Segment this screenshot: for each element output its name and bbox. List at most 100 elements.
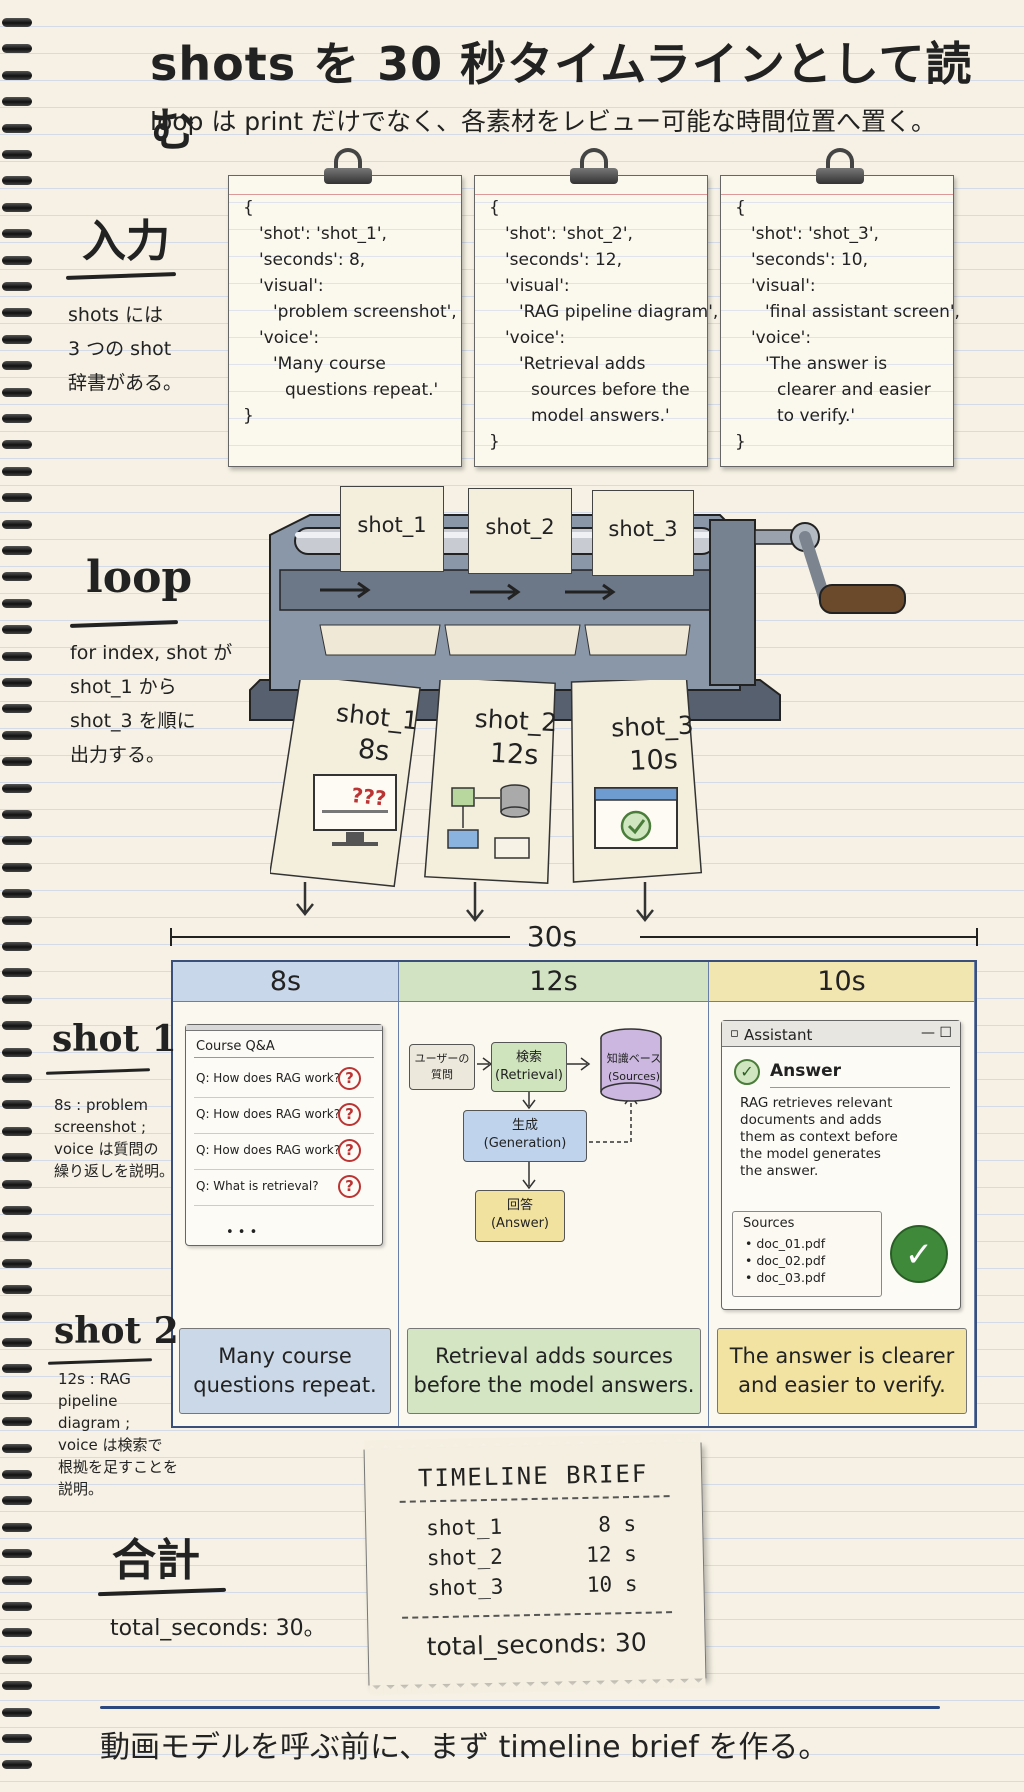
- spiral-ring: [2, 836, 32, 846]
- binder-clip-icon: [324, 148, 372, 192]
- code-line: }: [735, 432, 746, 452]
- timeline-column-shot2: 12s: [399, 962, 709, 1426]
- spiral-ring: [2, 176, 32, 186]
- timeline-col-header: 12s: [399, 962, 708, 1002]
- input-heading: 入力: [82, 216, 170, 267]
- code-line: 'visual':: [505, 276, 570, 296]
- spiral-ring: [2, 862, 32, 872]
- question-mark-icon: ?: [338, 1067, 361, 1090]
- divider: [194, 1205, 374, 1206]
- generation-node: 生成 (Generation): [463, 1110, 587, 1162]
- answer-label: Answer: [770, 1061, 841, 1081]
- timeline-column-shot1: 8s: [173, 962, 399, 1426]
- code-line: 'shot': 'shot_3',: [751, 224, 879, 244]
- voice-box-shot1: Many course questions repeat.: [179, 1328, 391, 1414]
- loop-input-label: shot_2: [468, 488, 572, 574]
- spiral-ring: [2, 414, 32, 423]
- shot1-note-heading: shot 1: [52, 1018, 177, 1060]
- spiral-ring: [2, 1338, 32, 1347]
- shot1-note-text: 8s : problem screenshot ; voice は質問の 繰り返…: [54, 1096, 175, 1180]
- receipt-shot: shot_2: [426, 1544, 503, 1571]
- spiral-ring: [2, 150, 32, 159]
- spiral-ring: [2, 97, 32, 107]
- loop-underline: [69, 620, 179, 628]
- code-line: 'final assistant screen',: [765, 302, 960, 322]
- assistant-window: Assistant ▫ — ☐ ✓ Answer RAG retrieves r…: [721, 1020, 961, 1310]
- spiral-ring: [2, 70, 32, 80]
- ticket-shot-name: shot_2: [474, 703, 558, 738]
- code-card-shot3: {'shot': 'shot_3','seconds': 10,'visual'…: [720, 175, 960, 467]
- spiral-ring: [2, 1021, 32, 1031]
- receipt-seconds: 10 s: [586, 1571, 638, 1597]
- spiral-ring: [2, 1522, 32, 1532]
- source-item: • doc_01.pdf: [745, 1236, 826, 1251]
- code-card-shot1: {'shot': 'shot_1','seconds': 8,'visual':…: [228, 175, 462, 467]
- receipt-title: TIMELINE BRIEF: [417, 1459, 649, 1493]
- ticket-shot-name: shot_3: [610, 710, 695, 743]
- retrieval-node: 検索 (Retrieval): [491, 1042, 567, 1092]
- sources-box: Sources • doc_01.pdf• doc_02.pdf• doc_03…: [732, 1211, 882, 1297]
- footer-text: 動画モデルを呼ぶ前に、まず timeline brief を作る。: [100, 1730, 829, 1765]
- spiral-ring: [2, 123, 32, 133]
- code-line: {: [243, 198, 254, 218]
- receipt-bottom-edge: [369, 1677, 706, 1695]
- answer-node: 回答 (Answer): [475, 1190, 565, 1242]
- receipt-total: total_seconds: 30: [426, 1627, 647, 1662]
- divider: [194, 1097, 374, 1098]
- divider: [194, 1169, 374, 1170]
- spiral-ring: [2, 1496, 32, 1506]
- loop-output-tickets-art: [270, 680, 703, 910]
- total-text: total_seconds: 30。: [110, 1616, 326, 1641]
- spiral-ring: [2, 546, 32, 555]
- receipt-top-edge: [364, 1433, 701, 1451]
- code-line: 'Retrieval adds: [519, 354, 646, 374]
- shot2-note-text: 12s : RAG pipeline diagram ; voice は検索で …: [58, 1370, 179, 1498]
- code-line: 'problem screenshot',: [273, 302, 457, 322]
- binder-clip-icon: [816, 148, 864, 192]
- code-card-shot2: {'shot': 'shot_2','seconds': 12,'visual'…: [474, 175, 718, 467]
- question-row: Q: How does RAG work?: [196, 1107, 341, 1121]
- total-heading: 合計: [112, 1535, 200, 1586]
- code-line: 'visual':: [259, 276, 324, 296]
- loop-heading: loop: [86, 552, 193, 603]
- code-line: 'voice':: [751, 328, 812, 348]
- knowledge-base-node: 知識ベース (Sources): [606, 1052, 662, 1083]
- code-line: }: [489, 432, 500, 452]
- question-mark-icon: ?: [338, 1139, 361, 1162]
- spiral-ring: [2, 704, 32, 714]
- receipt-divider: [402, 1611, 673, 1619]
- code-line: 'seconds': 8,: [259, 250, 366, 270]
- code-line: questions repeat.': [285, 380, 439, 400]
- spiral-ring: [2, 994, 32, 1004]
- shot2-note-heading: shot 2: [54, 1310, 179, 1352]
- window-title: Course Q&A: [196, 1039, 275, 1054]
- code-line: 'The answer is: [765, 354, 888, 374]
- spiral-ring: [2, 1443, 32, 1453]
- question-row: Q: What is retrieval?: [196, 1179, 319, 1193]
- spiral-ring: [2, 1074, 32, 1083]
- window-controls: — ☐: [920, 1025, 952, 1041]
- spiral-ring: [2, 1100, 32, 1110]
- check-icon: ✓: [734, 1059, 760, 1085]
- code-line: 'Many course: [273, 354, 386, 374]
- spiral-ring: [2, 255, 32, 265]
- code-line: to verify.': [777, 406, 856, 426]
- spiral-ring: [2, 519, 32, 529]
- question-mark-icon: ?: [338, 1175, 361, 1198]
- loop-text: for index, shot が shot_1 から shot_3 を順に 出…: [70, 642, 233, 766]
- spiral-ring: [2, 1681, 32, 1691]
- spiral-ring: [2, 44, 32, 54]
- timeline-total-label: 30s: [526, 920, 578, 953]
- down-arrows: [296, 882, 654, 923]
- spiral-ring: [2, 1258, 32, 1268]
- shot1-note-underline: [45, 1068, 151, 1075]
- user-question-node: ユーザーの 質問: [409, 1044, 475, 1090]
- spiral-ring: [2, 1417, 32, 1427]
- spiral-ring: [2, 466, 32, 476]
- loop-input-label: shot_3: [592, 490, 694, 576]
- code-line: 'seconds': 10,: [751, 250, 868, 270]
